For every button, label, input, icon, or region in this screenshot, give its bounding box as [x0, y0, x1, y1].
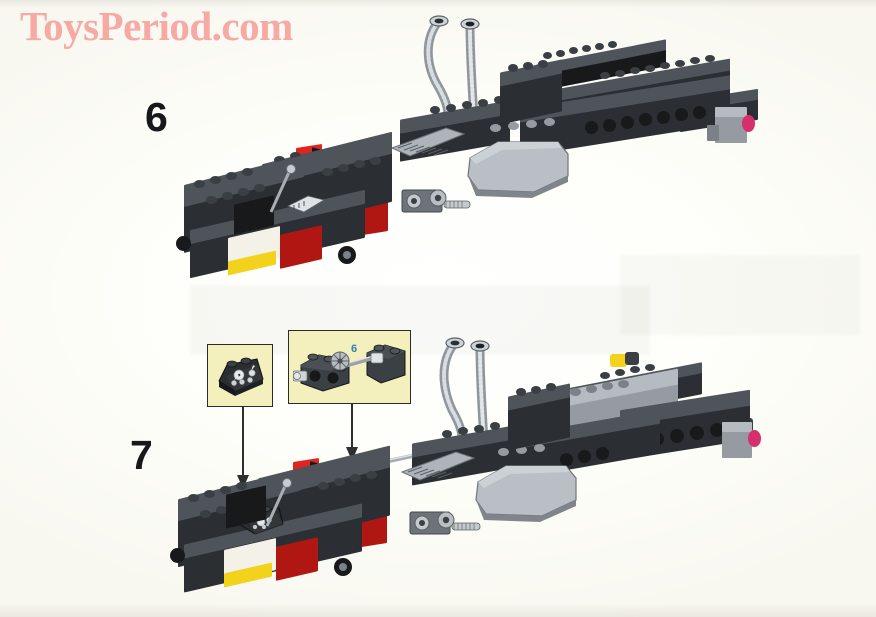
step-7-number: 7 [130, 432, 153, 478]
tail-light-step7 [748, 430, 761, 447]
gear-axle-assembly-illustration: 6 [293, 343, 406, 392]
arrow-to-dashboard-position [236, 407, 249, 489]
dash-detail-step6 [287, 195, 326, 213]
radiator-grille-step7 [400, 451, 476, 481]
callout-dashboard-brick [207, 344, 273, 407]
control-lever-step7 [265, 478, 292, 527]
cockpit-body-step6 [467, 141, 569, 198]
cockpit-body-step7 [475, 465, 577, 522]
control-lever-step6 [269, 164, 296, 213]
gearbox-step7 [409, 511, 481, 535]
gear-count-label: 6 [351, 343, 357, 355]
watermark-text: ToysPeriod.com [20, 3, 293, 49]
yellow-connector-pin-upper [610, 352, 640, 368]
scan-edge-shadow-bottom [0, 603, 876, 617]
callout-axle-assembly: 6 [288, 330, 411, 404]
step-6-number: 6 [145, 94, 168, 140]
dashboard-slope-brick-illustration [218, 357, 264, 396]
arrow-to-axle-position [345, 404, 358, 461]
tail-light-step6 [742, 115, 755, 132]
radiator-grille-step6 [390, 127, 466, 157]
gearbox-step6 [401, 189, 471, 213]
scan-edge-shadow-top [0, 0, 876, 8]
